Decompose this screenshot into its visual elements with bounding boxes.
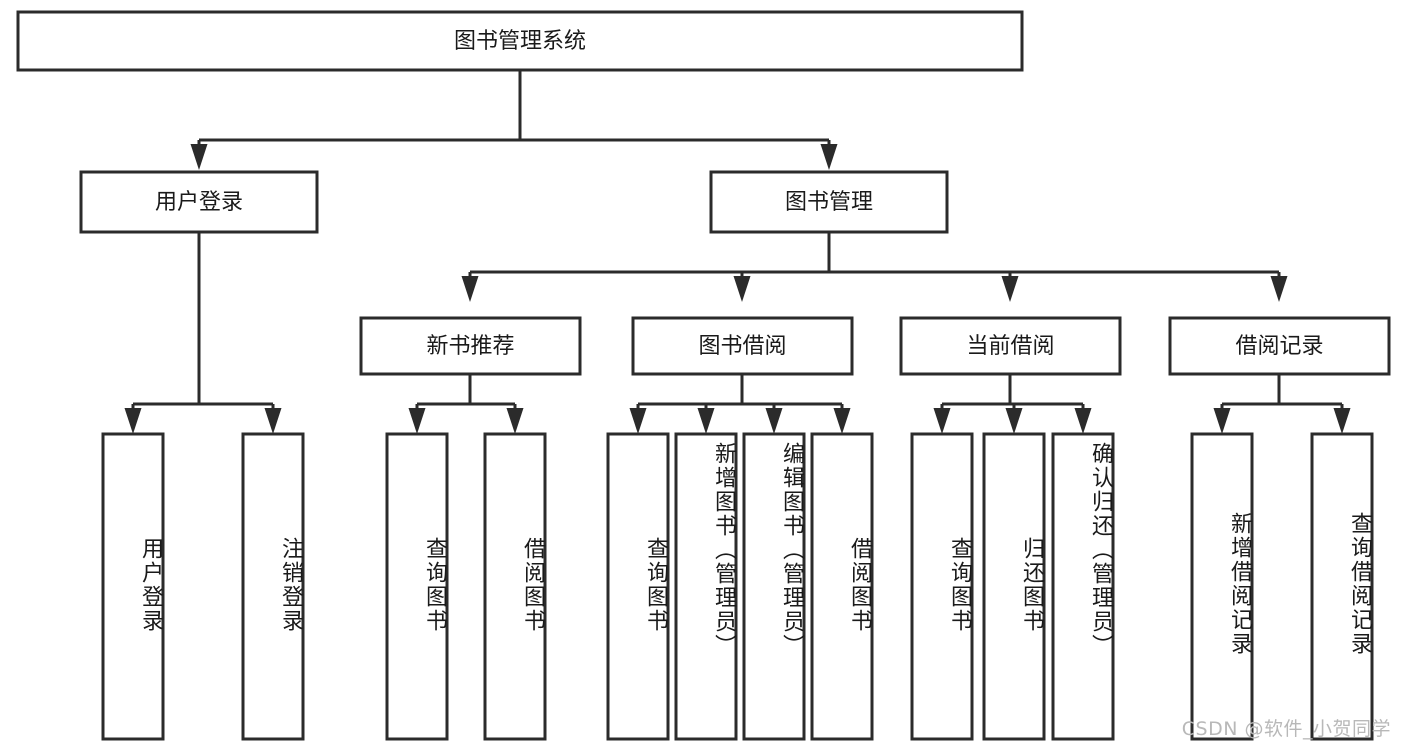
arrow-head-icon — [733, 276, 751, 302]
arrow-head-icon — [190, 144, 208, 170]
arrow-head-icon — [506, 408, 524, 434]
node-box-leaf-logout[interactable] — [241, 432, 305, 741]
node-label-borrow-record: 借阅记录 — [1235, 334, 1323, 359]
connector-book-borrow — [629, 374, 851, 434]
arrow-head-icon — [697, 408, 715, 434]
node-box-book-manage[interactable] — [709, 170, 949, 234]
node-label-current-borrow: 当前借阅 — [966, 334, 1054, 359]
connector-root — [190, 70, 838, 170]
node-box-leaf-query-book[interactable] — [606, 432, 670, 741]
node-box-leaf-user-login[interactable] — [101, 432, 165, 741]
node-box-current-borrow[interactable] — [899, 316, 1122, 376]
arrow-head-icon — [461, 276, 479, 302]
arrow-head-icon — [820, 144, 838, 170]
node-box-book-borrow[interactable] — [631, 316, 854, 376]
arrow-head-icon — [629, 408, 647, 434]
arrow-head-icon — [765, 408, 783, 434]
arrow-head-icon — [1005, 408, 1023, 434]
node-box-new-book-recommend[interactable] — [359, 316, 582, 376]
node-box-leaf-query-book-current[interactable] — [910, 432, 974, 741]
node-label-user-login: 用户登录 — [155, 190, 243, 215]
node-box-leaf-add-book-admin[interactable] — [674, 432, 738, 741]
node-box-leaf-add-borrow-record[interactable] — [1190, 432, 1254, 741]
arrow-head-icon — [1074, 408, 1092, 434]
connector-book-manage — [461, 232, 1288, 302]
node-box-user-login[interactable] — [79, 170, 319, 234]
arrow-head-icon — [264, 408, 282, 434]
node-box-borrow-record[interactable] — [1168, 316, 1391, 376]
arrow-head-icon — [1213, 408, 1231, 434]
node-box-leaf-query-borrow-record[interactable] — [1310, 432, 1374, 741]
arrow-head-icon — [1001, 276, 1019, 302]
node-label-book-manage: 图书管理 — [785, 190, 873, 215]
arrow-head-icon — [833, 408, 851, 434]
connectors-layer — [124, 70, 1351, 434]
arrow-head-icon — [124, 408, 142, 434]
connector-user-login — [124, 232, 282, 434]
node-box-leaf-confirm-return-admin[interactable] — [1051, 432, 1115, 741]
node-label-new-book-recommend: 新书推荐 — [426, 334, 514, 359]
node-box-leaf-return-book[interactable] — [982, 432, 1046, 741]
connector-borrow-record — [1213, 374, 1351, 434]
connector-new-book-recommend — [408, 374, 524, 434]
connector-current-borrow — [933, 374, 1092, 434]
arrow-head-icon — [1333, 408, 1351, 434]
arrow-head-icon — [933, 408, 951, 434]
arrow-head-icon — [408, 408, 426, 434]
node-label-book-borrow: 图书借阅 — [698, 334, 786, 359]
node-box-leaf-borrow-book-recommend[interactable] — [483, 432, 547, 741]
arrow-head-icon — [1270, 276, 1288, 302]
node-box-root[interactable] — [16, 10, 1024, 72]
node-label-root: 图书管理系统 — [454, 29, 586, 54]
node-boxes-layer — [16, 10, 1391, 741]
node-box-leaf-borrow-book[interactable] — [810, 432, 874, 741]
node-box-leaf-edit-book-admin[interactable] — [742, 432, 806, 741]
csdn-watermark: CSDN @软件_小贺同学 — [1181, 718, 1391, 740]
node-box-leaf-query-book-recommend[interactable] — [385, 432, 449, 741]
